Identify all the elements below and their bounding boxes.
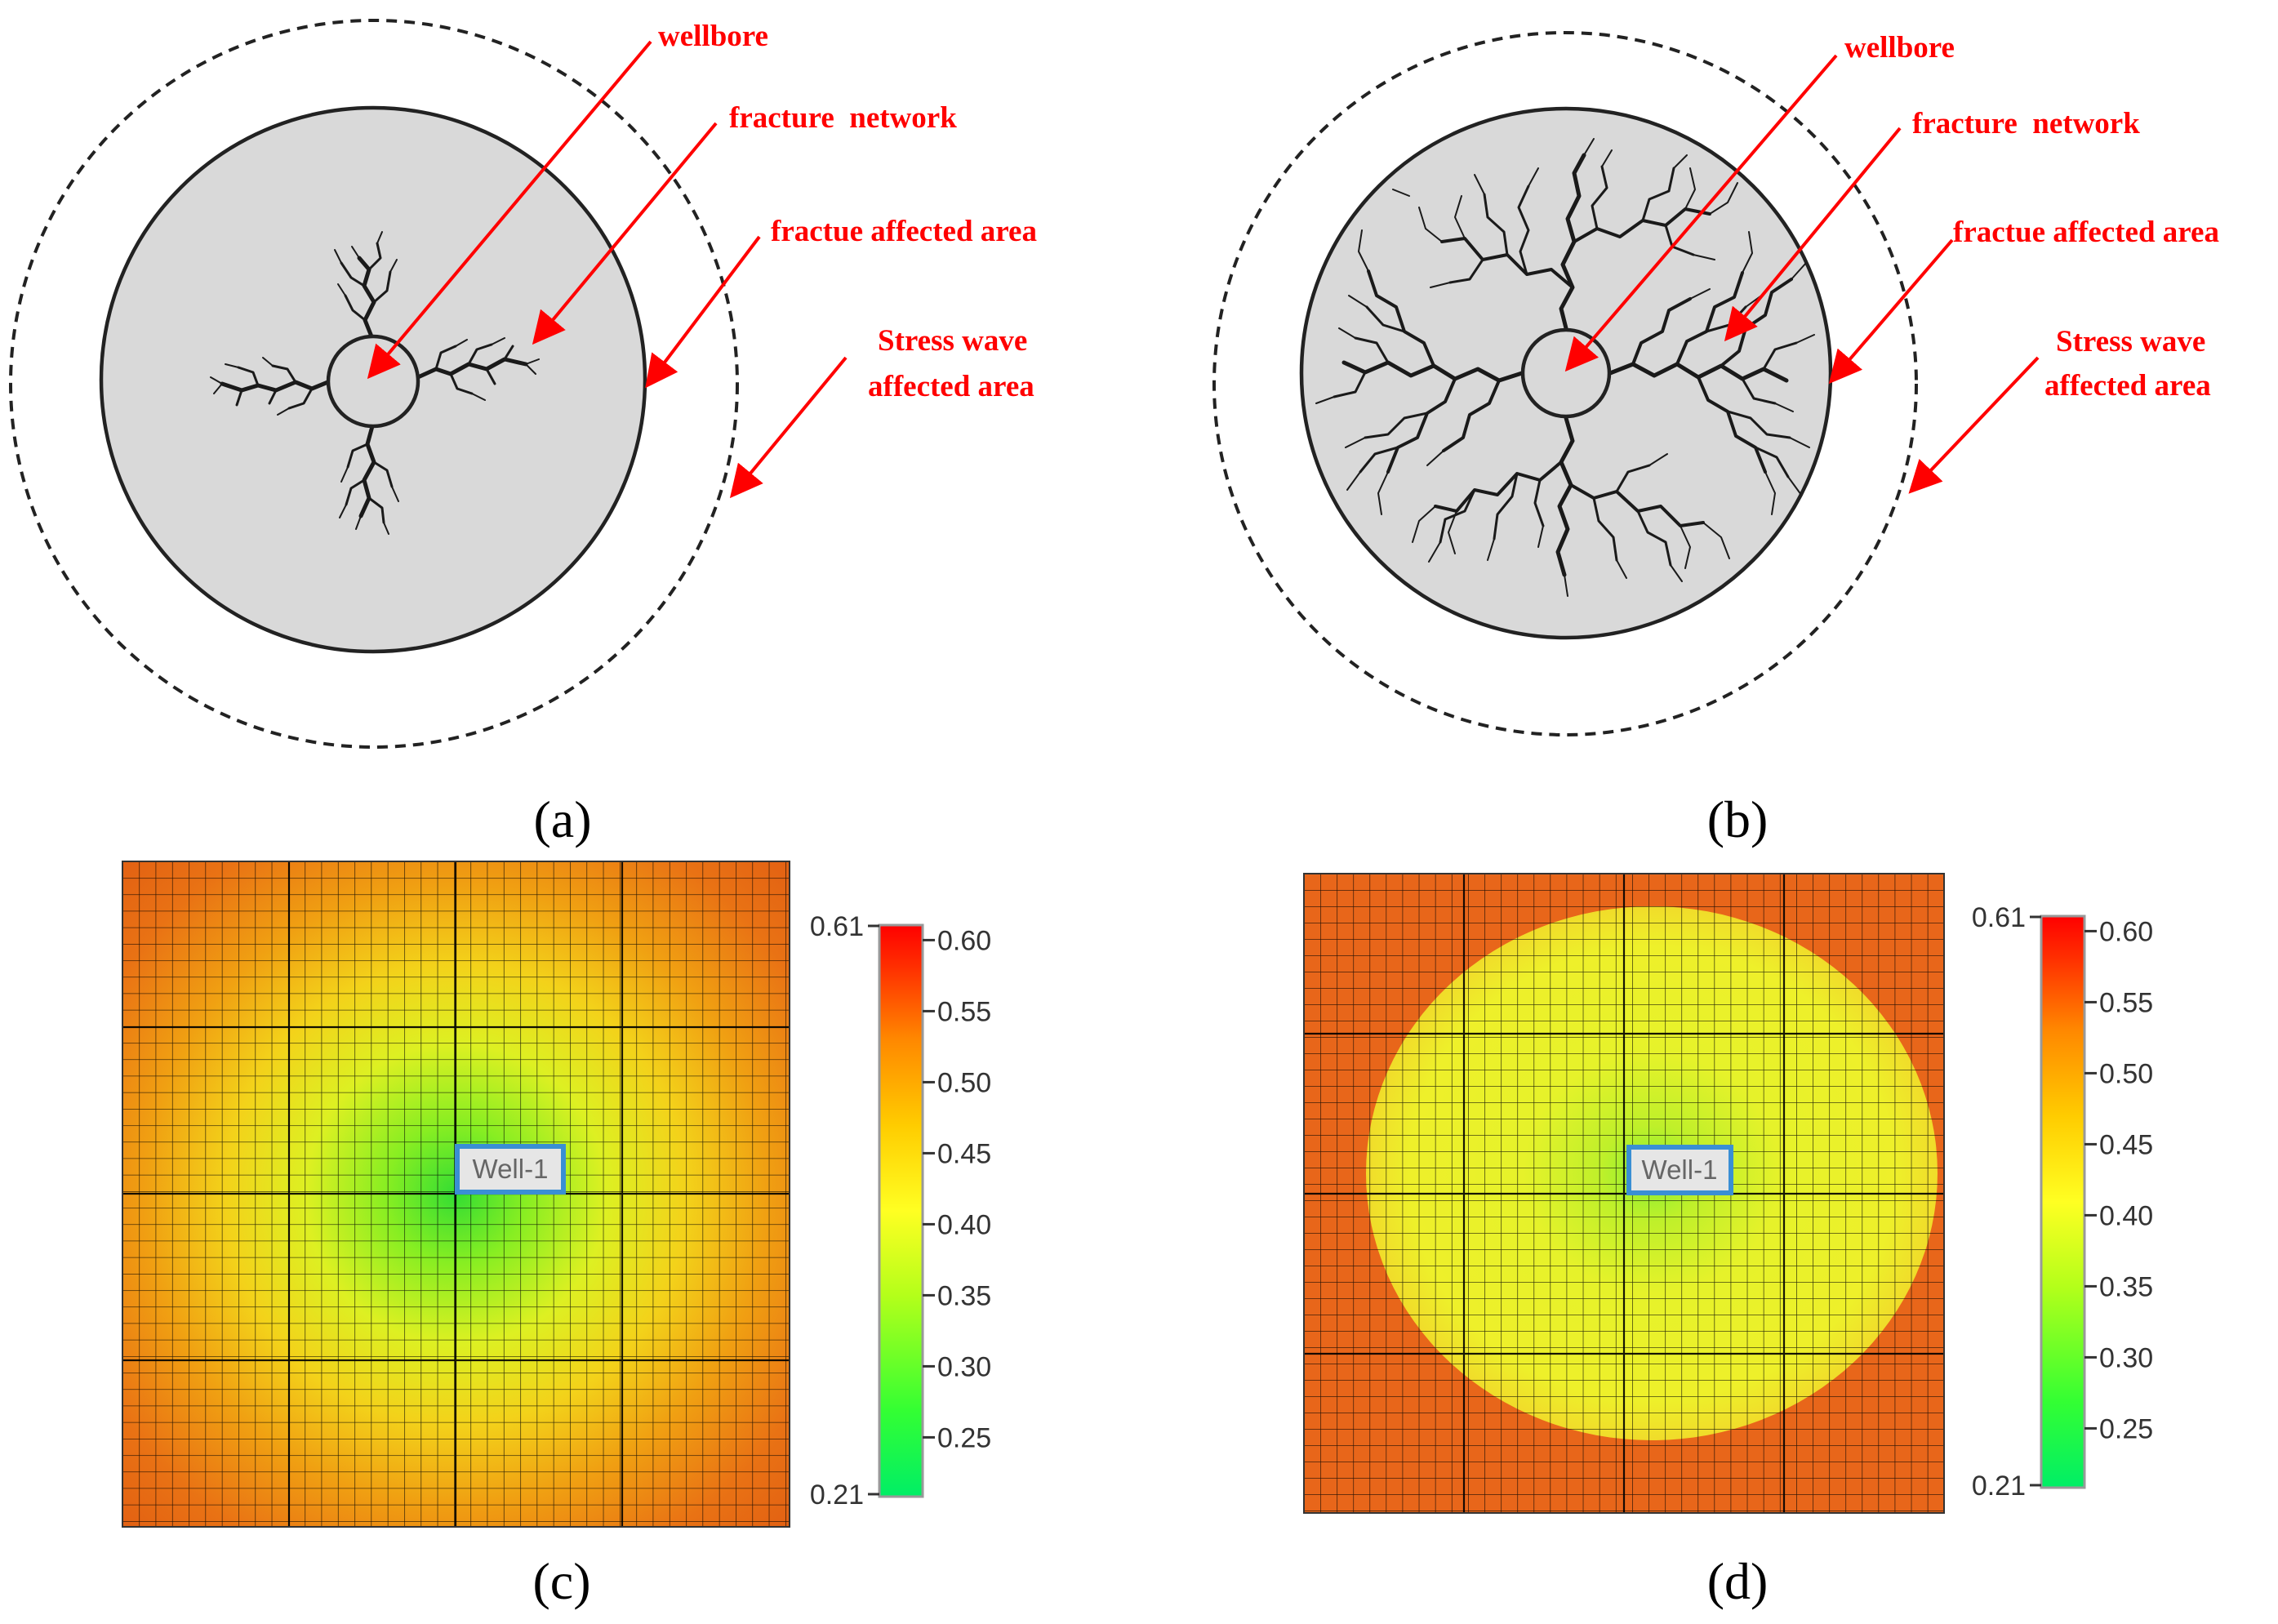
wellbore-b: [1520, 327, 1612, 419]
panel-b: wellbore fracture network fractue affect…: [1212, 31, 2219, 848]
label-stress-wave-b-line2: affected area: [2044, 369, 2211, 403]
caption-a: (a): [533, 790, 591, 848]
label-fracture-network-a: fracture network: [729, 101, 957, 135]
colorbar-c: 0.61 0.21 0.600.550.500.450.400.350.300.…: [810, 911, 991, 1511]
colorbar-gradient-d: [2040, 914, 2086, 1489]
colorbar-tick-label: 0.50: [2099, 1058, 2153, 1089]
colorbar-min-d: 0.21: [1972, 1470, 2026, 1502]
stress-wave-boundary-a: [9, 19, 739, 749]
colorbar-tick-label: 0.30: [2099, 1342, 2153, 1373]
colorbar-max-c: 0.61: [810, 911, 864, 942]
annotation-arrows-b: [1564, 54, 2040, 494]
colorbar-tick-label: 0.55: [2099, 987, 2153, 1018]
colorbar-tick-label: 0.60: [937, 925, 991, 956]
colorbar-ticks-c: 0.60 0.55 0.50 0.45 0.40 0.35 0.30 0.25: [923, 925, 991, 1453]
colorbar-min-c: 0.21: [810, 1479, 864, 1511]
colorbar-tick-label: 0.40: [2099, 1200, 2153, 1231]
well-label-c: Well-1: [473, 1154, 549, 1184]
colorbar-tick-label: 0.50: [937, 1067, 991, 1098]
caption-c: (c): [532, 1552, 590, 1610]
label-fracture-area-b: fractue affected area: [1953, 216, 2219, 249]
colorbar-d: 0.61 0.21 0.600.550.500.450.400.350.300.…: [1972, 902, 2153, 1502]
colorbar-max-d: 0.61: [1972, 902, 2026, 933]
panel-a: wellbore fracture network fractue affect…: [9, 19, 1037, 848]
colorbar-tick-label: 0.25: [937, 1422, 991, 1453]
label-wellbore-a: wellbore: [658, 20, 768, 53]
well-marker-d: Well-1: [1626, 1145, 1733, 1195]
colorbar-tick-label: 0.25: [2099, 1413, 2153, 1444]
label-wellbore-b: wellbore: [1844, 31, 1955, 65]
colorbar-tick-label: 0.45: [2099, 1129, 2153, 1160]
colorbar-tick-label: 0.60: [2099, 916, 2153, 947]
well-marker-c: Well-1: [455, 1144, 566, 1195]
label-stress-wave-b-line1: Stress wave: [2056, 325, 2205, 358]
colorbar-tick-label: 0.55: [937, 996, 991, 1027]
colorbar-ticks-d: 0.60 0.55 0.50 0.45 0.40 0.35 0.30 0.25: [2084, 916, 2153, 1444]
colorbar-tick-label: 0.45: [937, 1138, 991, 1169]
caption-d: (d): [1707, 1552, 1769, 1610]
caption-b: (b): [1707, 790, 1769, 848]
colorbar-tick-label: 0.35: [937, 1280, 991, 1311]
label-fracture-network-b: fracture network: [1912, 107, 2140, 140]
colorbar-tick-label: 0.30: [937, 1351, 991, 1382]
panel-c: Well-1 0.61 0.21 0.60 0.55 0.50 0.45 0.40 0.3…: [122, 861, 991, 1610]
fracture-network-a: [210, 231, 540, 535]
label-stress-wave-a-line1: Stress wave: [878, 324, 1027, 358]
colorbar-tick-label: 0.40: [937, 1209, 991, 1240]
panel-d: Well-1 0.61 0.21 0.60 0.55 0.50 0.45 0.40 0.3…: [1303, 873, 2153, 1610]
label-stress-wave-a-line2: affected area: [868, 370, 1034, 403]
wellbore-a: [326, 334, 420, 429]
stress-wave-boundary-b: [1212, 31, 1918, 736]
label-fracture-area-a: fractue affected area: [771, 215, 1037, 248]
mesh-major-lines-d: [1304, 874, 1944, 1513]
well-label-d: Well-1: [1642, 1155, 1718, 1185]
colorbar-tick-label: 0.35: [2099, 1271, 2153, 1302]
annotation-arrows-a: [367, 40, 848, 499]
colorbar-gradient-c: [878, 923, 924, 1498]
